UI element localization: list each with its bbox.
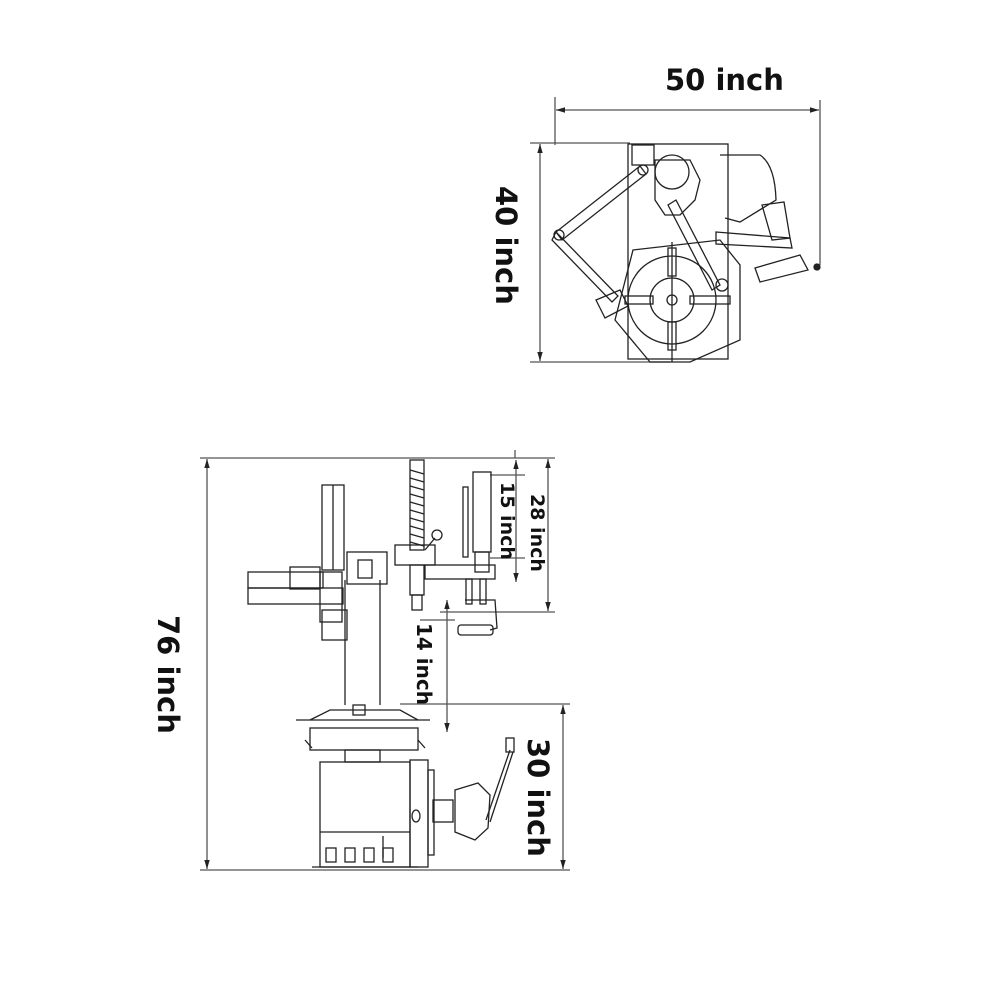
front-view-machine	[247, 459, 515, 868]
total-height-dimension-label: 76 inch	[151, 615, 185, 734]
top-view	[530, 97, 821, 363]
depth-dimension-label: 40 inch	[489, 186, 523, 305]
total-height-dimension-line	[200, 457, 570, 871]
table-height-dimension-label: 30 inch	[521, 738, 555, 857]
front-view	[200, 450, 570, 871]
head-clearance-dimension-line	[420, 600, 455, 732]
top-view-machine	[551, 143, 821, 363]
width-dimension-label: 50 inch	[665, 63, 784, 97]
head-clearance-dimension-label: 14 inch	[412, 623, 436, 705]
cylinder-length-dimension-line	[490, 450, 525, 582]
arm-height-dimension-label: 28 inch	[526, 494, 548, 572]
arm-height-dimension-line	[440, 459, 555, 613]
cylinder-length-dimension-label: 15 inch	[496, 482, 518, 560]
width-dimension-line	[554, 97, 821, 265]
depth-dimension-line	[530, 142, 670, 363]
table-height-dimension-line	[400, 703, 570, 869]
